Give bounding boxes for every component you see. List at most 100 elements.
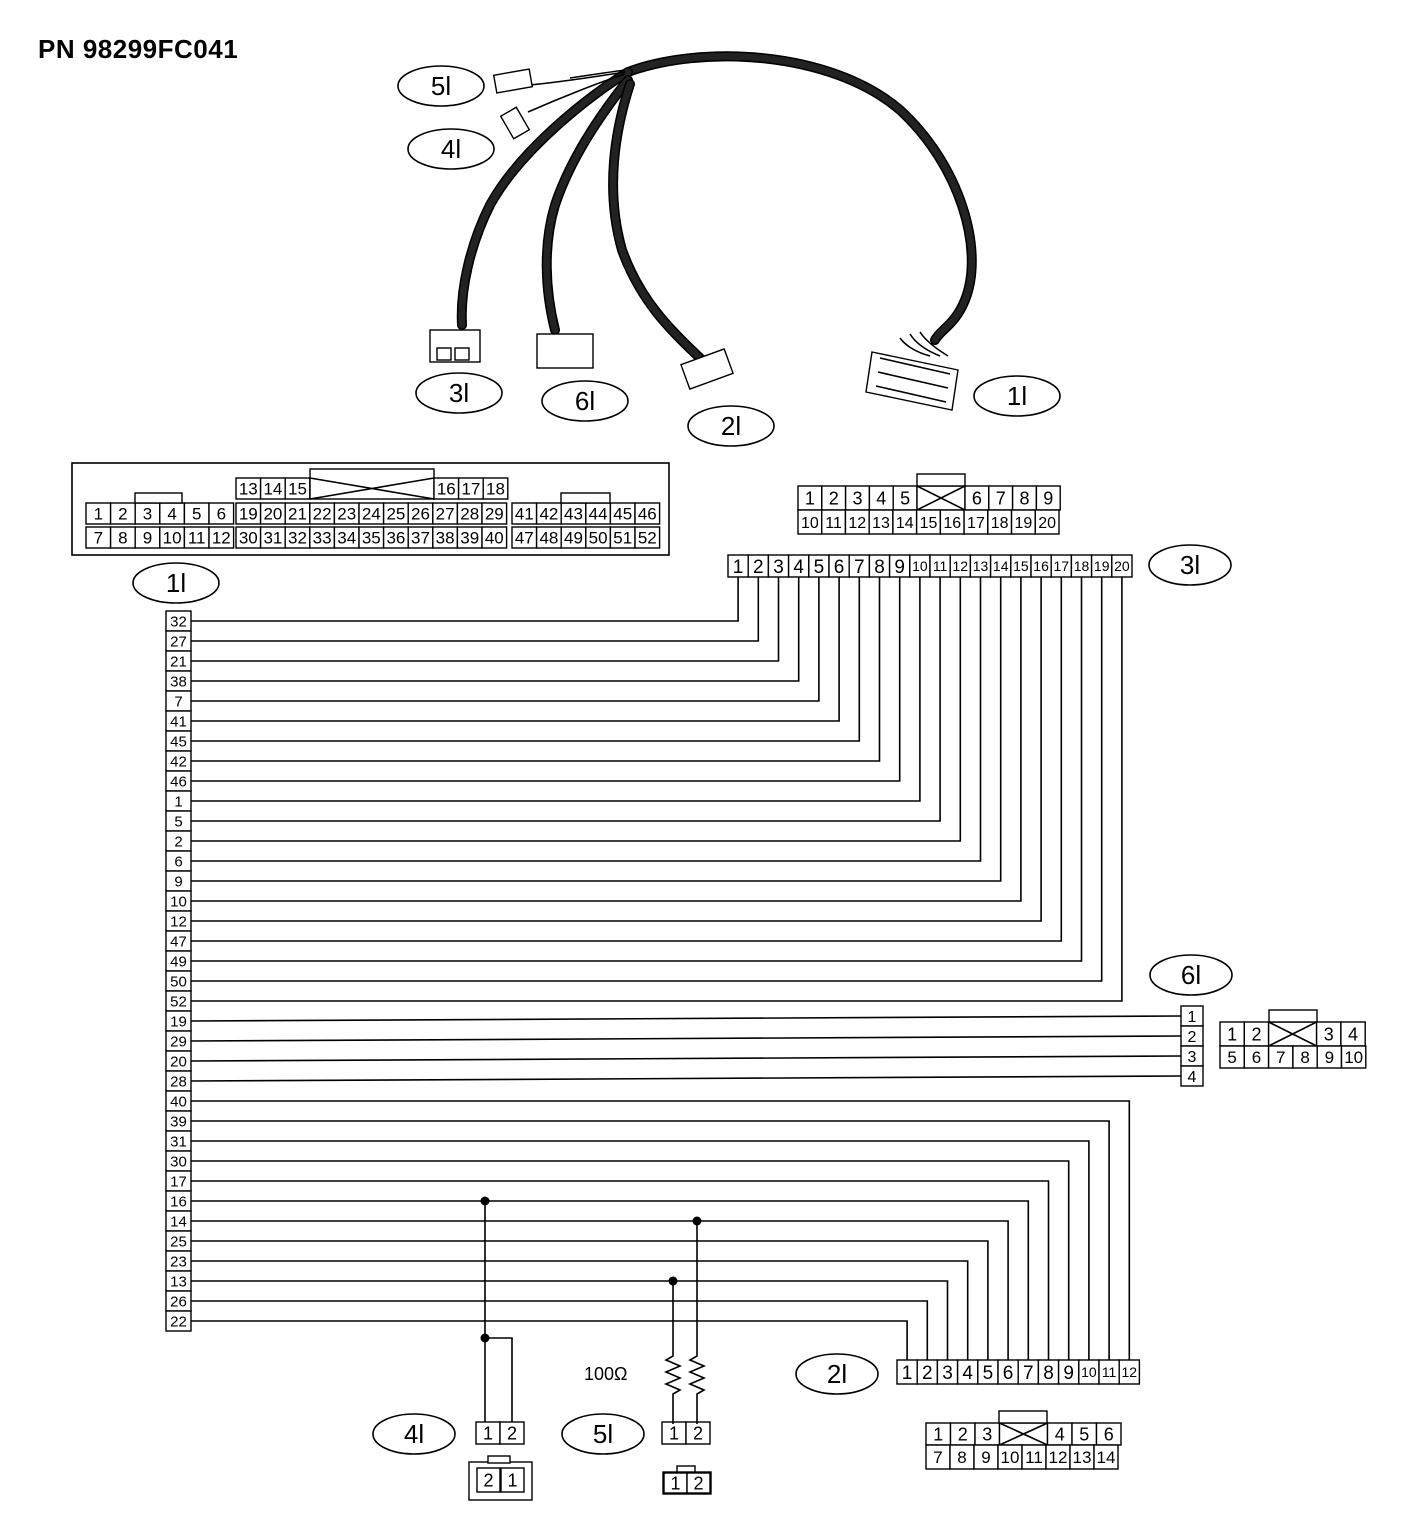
c1-pin-label: 30	[170, 1153, 187, 1170]
c1-mid-label: 38	[436, 529, 455, 548]
c4-body-pin-cell	[476, 1467, 501, 1493]
c2-r2-cell	[949, 1444, 975, 1470]
c3-r1-label: 3	[852, 488, 862, 508]
c1-left-key	[134, 492, 183, 504]
c1-mid-label: 33	[313, 529, 332, 548]
c3-r2-label: 11	[825, 515, 842, 532]
c6-r1-label: 2	[1251, 1024, 1261, 1044]
oval-6l	[1149, 954, 1233, 996]
c1-pin-label: 10	[170, 893, 187, 910]
c3-pin-label: 11	[933, 558, 948, 574]
c2-pin-label: 12	[1122, 1364, 1138, 1380]
oval-3l	[1148, 544, 1232, 586]
splice-dot	[692, 1216, 702, 1226]
c3-pin-label: 14	[993, 558, 1009, 574]
wire-to-3l	[191, 577, 1103, 982]
c4-body-pin-label: 2	[483, 1470, 493, 1490]
part-number-title: PN 98299FC041	[38, 34, 239, 64]
oval-top-4l	[407, 128, 495, 170]
c3-pin-label: 10	[912, 558, 928, 574]
c1-mid-label: 27	[436, 505, 455, 524]
wire-to-3l	[191, 577, 1022, 902]
wire-to-3l	[191, 577, 921, 802]
c1-pin-label: 50	[170, 973, 187, 990]
c6-pin-label: 2	[1188, 1029, 1197, 1046]
wire-to-3l	[191, 577, 861, 742]
c1-mid-label: 26	[411, 505, 430, 524]
c1-left-label: 1	[94, 505, 103, 524]
c1-right-label: 46	[638, 505, 657, 524]
c3-r2-label: 12	[848, 515, 866, 532]
oval-top-2l-text: 2l	[721, 411, 741, 441]
c1-pin-label: 38	[170, 673, 187, 690]
c3-r1-label: 5	[900, 488, 910, 508]
c2-r2-label: 8	[957, 1448, 966, 1467]
c1-pin-label: 16	[170, 1193, 187, 1210]
c5-body-key	[676, 1465, 696, 1473]
wire-to-2l	[191, 1280, 949, 1360]
oval-top-1l-text: 1l	[1007, 381, 1027, 411]
c1-x-block	[309, 468, 435, 500]
c1-left-label: 2	[118, 505, 127, 524]
c6-r2-cell	[1340, 1045, 1367, 1069]
c3-pin-label: 4	[793, 557, 804, 578]
c2-r2-label: 14	[1097, 1448, 1116, 1467]
c3-pin-label: 8	[874, 557, 885, 578]
c2-pin-label: 1	[902, 1363, 913, 1384]
c1-left-label: 12	[212, 529, 231, 548]
c3-pin-label: 19	[1094, 558, 1110, 574]
wire-to-6l	[190, 1015, 1182, 1022]
oval-top-6l	[541, 380, 629, 422]
c1-pin-label: 40	[170, 1093, 187, 1110]
c1-mid-label: 20	[263, 505, 282, 524]
c1-mid-label: 35	[362, 529, 381, 548]
c2-r2-cell	[1093, 1444, 1119, 1470]
c4-body-pin-cell	[500, 1467, 525, 1493]
c2-pin-label: 5	[983, 1363, 994, 1384]
c1-mid-label: 29	[485, 505, 504, 524]
c1-mid-label: 37	[411, 529, 430, 548]
c3-pin-label: 9	[894, 557, 905, 578]
c2-pin-label: 7	[1023, 1363, 1034, 1384]
wire-to-2l	[191, 1140, 1090, 1360]
oval-1l-text: 1l	[166, 568, 186, 598]
c3-r1-label: 6	[972, 488, 982, 508]
c1-mid-label: 32	[288, 529, 307, 548]
c1-top-label: 16	[437, 480, 456, 499]
c1-mid-cell	[481, 526, 508, 549]
wire-to-3l	[191, 577, 901, 782]
c1-mid-label: 34	[337, 529, 356, 548]
c6-r1-label: 4	[1348, 1024, 1358, 1044]
c1-left-label: 4	[167, 505, 176, 524]
oval-4l	[372, 1413, 456, 1455]
oval-6l-text: 6l	[1181, 960, 1201, 990]
c3-pin-label: 18	[1074, 558, 1090, 574]
c6-r1-label: 1	[1227, 1024, 1237, 1044]
wire-to-2l	[191, 1260, 969, 1360]
c1-pin-label: 20	[170, 1053, 187, 1070]
wire-to-3l	[191, 577, 760, 642]
c1-pin-label: 19	[170, 1013, 187, 1030]
harness-illustration	[429, 51, 977, 411]
oval-top-6l-text: 6l	[575, 386, 595, 416]
wire-to-2l	[191, 1320, 908, 1360]
c2-r2-label: 9	[981, 1448, 990, 1467]
c5-pin-cell	[685, 1421, 711, 1445]
splice-dot	[480, 1196, 490, 1206]
c3-r2-label: 10	[801, 515, 819, 532]
c1-left-label: 7	[94, 529, 103, 548]
c1-pin-label: 25	[170, 1233, 187, 1250]
c2-r2-label: 11	[1025, 1448, 1043, 1467]
c1-mid-label: 23	[337, 505, 356, 524]
c1-right-key	[560, 492, 611, 504]
c1-mid-label: 30	[239, 529, 258, 548]
wire-to-2l	[191, 1300, 929, 1360]
c6-r2-label: 5	[1227, 1048, 1236, 1067]
wire-to-3l	[191, 577, 820, 702]
oval-top-4l-text: 4l	[441, 134, 461, 164]
c2-r2-label: 10	[1001, 1448, 1020, 1467]
c1-pin-label: 42	[170, 753, 187, 770]
